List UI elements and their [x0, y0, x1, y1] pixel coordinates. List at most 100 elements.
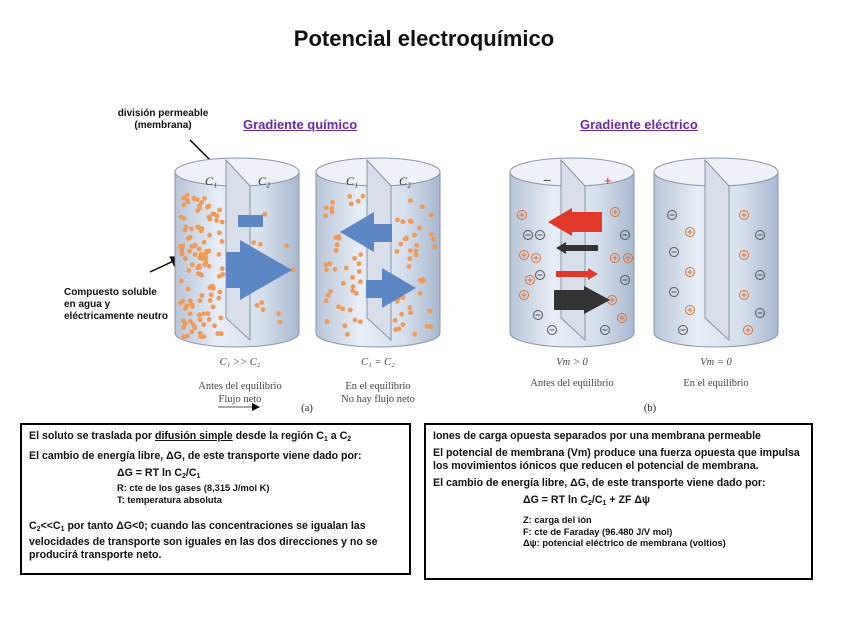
solute-particle	[181, 325, 186, 330]
solute-particle	[202, 196, 207, 201]
solute-particle	[206, 263, 212, 269]
anion-icon	[678, 325, 688, 335]
solute-particle	[210, 304, 216, 310]
ion-charge-definition: Z: carga del ión	[523, 515, 592, 525]
electrical-gradient-heading: Gradiente eléctrico	[580, 117, 698, 132]
dark-arrow-small	[556, 242, 566, 254]
subscript: 2	[347, 436, 352, 443]
solute-particle	[324, 319, 330, 325]
solute-particle	[402, 236, 408, 242]
caption-at-equilibrium: En el equilibrio No hay flujo neto	[318, 380, 438, 406]
cation-icon	[743, 325, 753, 335]
solute-particle	[183, 224, 189, 230]
solute-particle	[412, 331, 418, 337]
anion-icon	[523, 230, 533, 240]
solute-particle	[329, 209, 335, 215]
solute-particle	[407, 305, 413, 311]
solute-particle	[428, 212, 434, 218]
solute-particle	[216, 295, 222, 301]
solute-particle	[428, 324, 433, 329]
condition-text: C₁ >> C₂	[219, 357, 261, 368]
plus-glyph	[741, 212, 747, 218]
solute-particle	[347, 307, 353, 313]
solute-particle	[192, 252, 198, 257]
caption-line1: Antes del equilibrio	[198, 381, 282, 392]
cation-icon	[531, 253, 541, 263]
cation-icon	[739, 290, 749, 300]
solute-particle	[323, 262, 329, 268]
cation-icon	[617, 313, 627, 323]
solute-particle	[187, 298, 193, 304]
condition-text: Vm = 0	[700, 357, 732, 368]
solute-particle	[258, 241, 263, 247]
text: desde la región C	[232, 430, 324, 442]
solute-particle	[358, 279, 363, 285]
plus-glyph	[612, 209, 618, 215]
solute-particle	[217, 230, 222, 236]
solute-particle	[348, 201, 354, 207]
red-arrow-small-body	[556, 271, 588, 277]
plus-glyph	[619, 315, 625, 321]
condition-vm-gt-0: Vm > 0	[517, 356, 627, 369]
solute-particle	[208, 292, 214, 298]
solute-particle	[408, 310, 414, 315]
solute-particle	[217, 289, 223, 295]
solute-particle	[189, 226, 195, 232]
cation-icon	[517, 210, 527, 220]
solute-particle	[216, 252, 222, 257]
cation-icon	[525, 275, 535, 285]
solute-particle	[413, 252, 419, 258]
text: <<C	[40, 520, 61, 532]
solute-particle	[204, 249, 209, 254]
caption-before-equilibrium: Antes del equilibrio Flujo neto	[185, 380, 295, 406]
solute-particle	[203, 259, 209, 265]
solute-particle	[251, 240, 257, 246]
plus-glyph	[521, 292, 527, 298]
cylinder-electrical-before: − +	[509, 157, 635, 348]
free-energy-line: El cambio de energía libre, ΔG, de este …	[29, 450, 362, 462]
solute-particle	[393, 327, 398, 332]
solute-particle	[196, 246, 202, 252]
solute-particle	[358, 319, 363, 325]
solute-particle	[189, 262, 195, 268]
sign-plus: +	[604, 173, 612, 188]
label-c1: C₁	[346, 174, 358, 188]
membrane-annotation: división permeable (membrana)	[108, 108, 218, 132]
solute-particle	[427, 308, 433, 314]
solute-particle	[408, 219, 414, 225]
solute-particle	[201, 311, 207, 317]
solute-particle	[220, 272, 226, 277]
chemical-explanation-box: El soluto se traslada por difusión simpl…	[20, 423, 411, 575]
text: ΔG = RT ln C	[117, 467, 183, 479]
membrane-annotation-line2: (membrana)	[134, 120, 192, 131]
solute-particle	[259, 300, 265, 305]
solute-particle	[399, 311, 405, 317]
red-arrow-small	[588, 268, 598, 280]
solute-particle	[195, 208, 201, 214]
solute-particle	[424, 323, 430, 329]
solute-particle	[180, 298, 186, 304]
solute-particle	[350, 288, 356, 294]
plus-glyph	[741, 292, 747, 298]
sign-minus: −	[543, 172, 551, 188]
anion-icon	[547, 325, 557, 335]
solute-particle	[185, 197, 190, 203]
solute-particle	[181, 195, 187, 201]
solute-particle	[354, 290, 359, 296]
solute-particle	[214, 218, 219, 223]
solute-particle	[276, 311, 281, 317]
solute-particle	[262, 211, 268, 217]
plus-glyph	[612, 255, 618, 261]
chemical-gradient-heading: Gradiente químico	[243, 117, 358, 132]
solute-particle	[189, 329, 195, 335]
caption-line1: En el equilibrio	[345, 381, 411, 392]
solute-particle	[182, 256, 188, 261]
solute-particle	[327, 261, 333, 267]
solute-particle	[342, 323, 348, 329]
membrane-potential-definition: Δψ: potencial eléctrico de membrana (vol…	[523, 538, 726, 548]
caption-line2: No hay flujo neto	[341, 394, 415, 405]
condition-c1-eq-c2: C₁ = C₂	[323, 356, 433, 369]
solute-particle	[345, 332, 350, 337]
solute-particle	[189, 302, 195, 307]
solute-particle	[392, 317, 398, 323]
